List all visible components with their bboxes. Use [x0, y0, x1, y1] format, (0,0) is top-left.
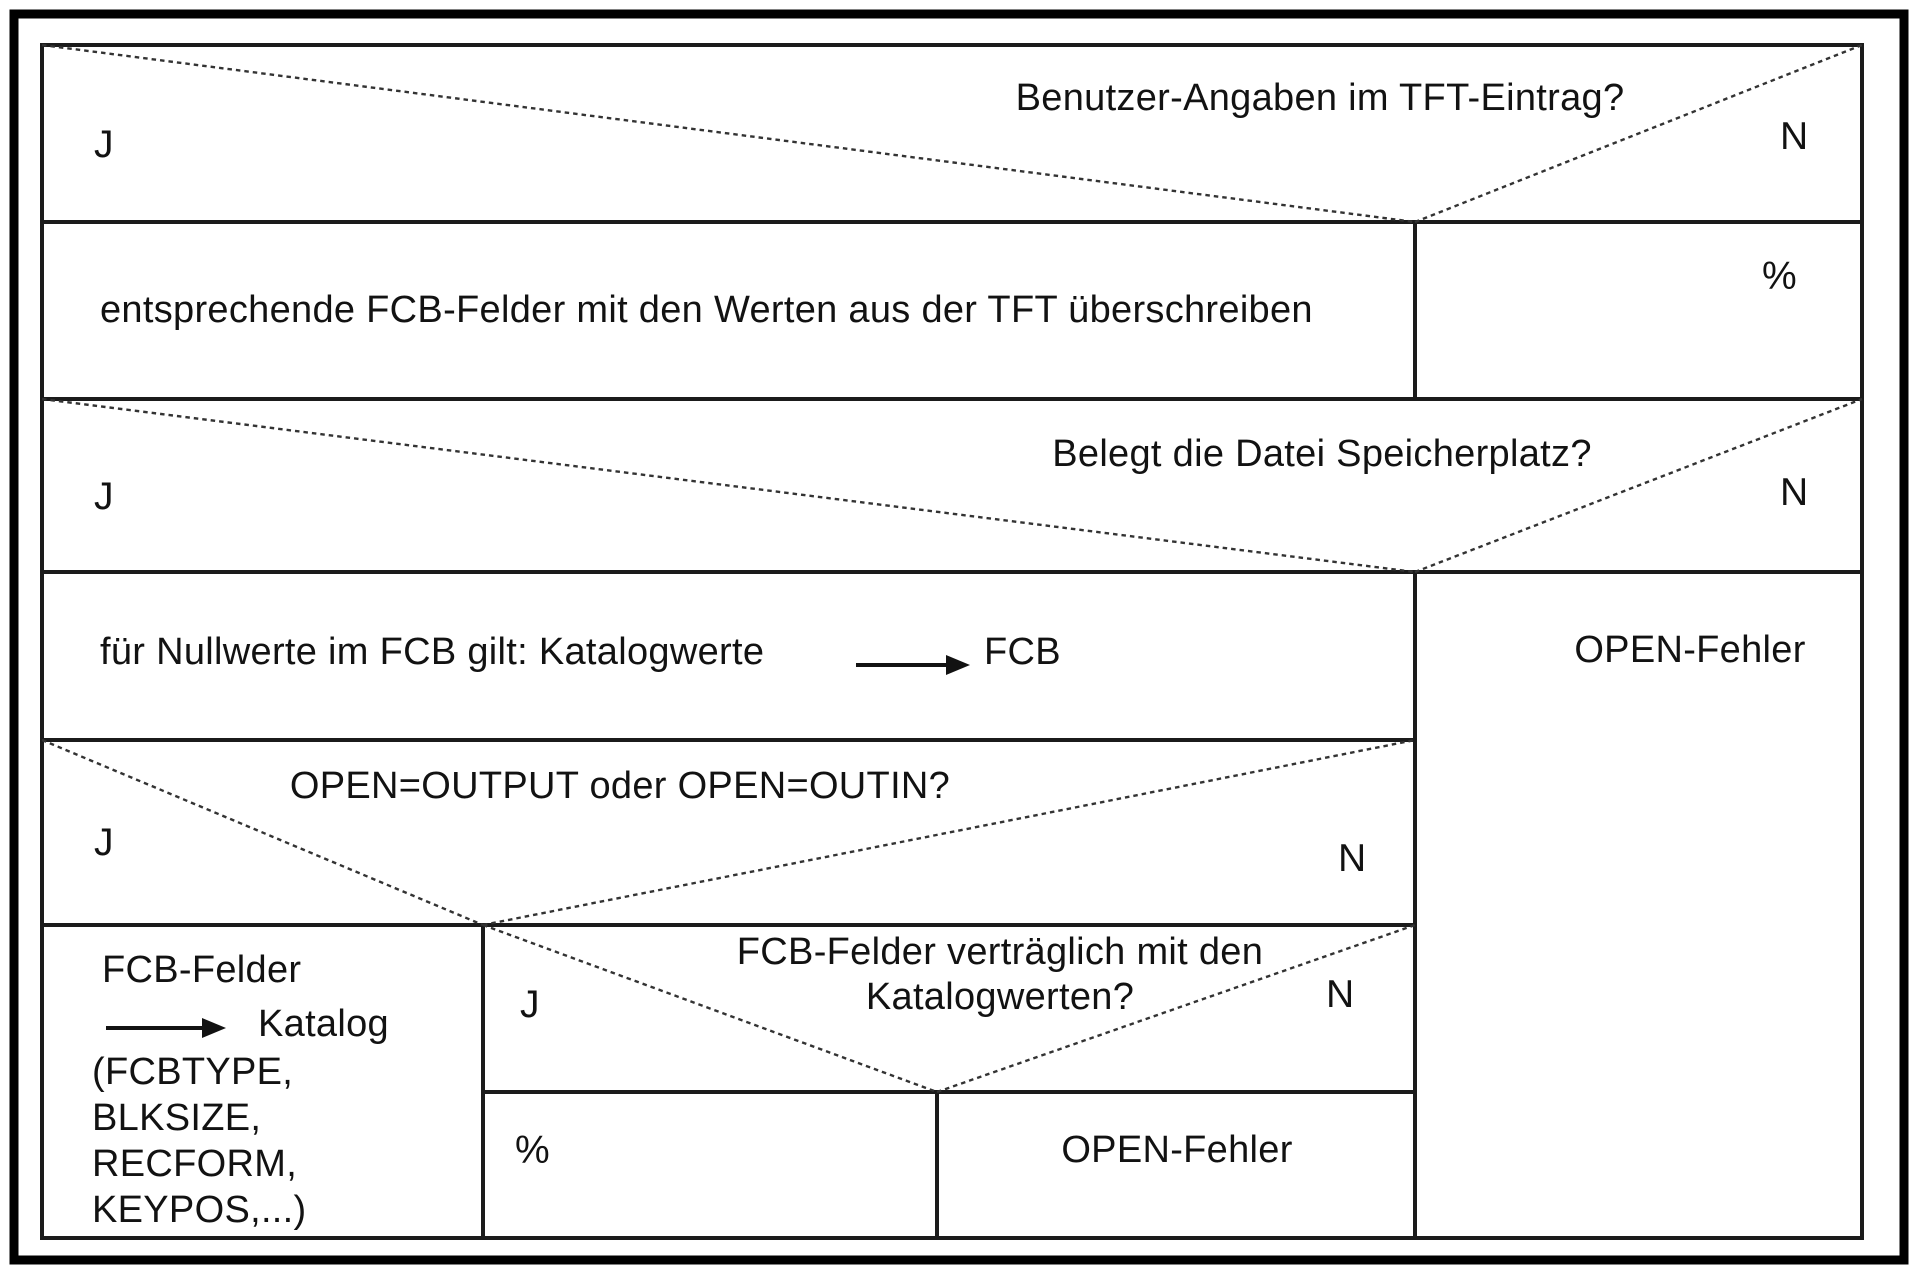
page-border	[9, 9, 1909, 1265]
decision-openmode-yes-label: J	[94, 821, 114, 864]
action-overwrite-text: entsprechende FCB-Felder mit den Werten …	[100, 289, 1313, 331]
fcb-to-catalog-target: Katalog	[258, 1003, 389, 1045]
decision-space-question: Belegt die Datei Speicherplatz?	[1052, 433, 1592, 475]
decision-diagonals	[41, 43, 1863, 1094]
decision-compatible-question-line2: Katalogwerten?	[865, 975, 1135, 1018]
decision-space-no-label: N	[1780, 471, 1809, 514]
diagonal-line	[1414, 43, 1863, 224]
horizontal-grid-lines	[42, 220, 1862, 1094]
open-error-column-text: OPEN-Fehler	[1574, 629, 1806, 671]
diagonal-line	[1414, 397, 1863, 574]
diagonal-line	[482, 923, 938, 1094]
arrow-right-icon	[856, 655, 970, 675]
noop-compatible-percent: %	[515, 1129, 550, 1172]
fcb-field-item: KEYPOS,...)	[92, 1189, 307, 1231]
vertical-grid-lines	[481, 222, 1417, 1238]
diagonal-line	[41, 43, 1416, 224]
decision-tft-no-label: N	[1780, 115, 1809, 158]
fcb-field-item: (FCBTYPE,	[92, 1051, 294, 1093]
fcb-to-catalog-line1: FCB-Felder	[102, 949, 302, 991]
decision-compatible-no-label: N	[1326, 973, 1355, 1016]
decision-tft-yes-label: J	[94, 123, 114, 166]
decision-tft-question: Benutzer-Angaben im TFT-Eintrag?	[1015, 77, 1625, 119]
decision-compatible-yes-label: J	[520, 983, 540, 1026]
structogram-frame	[40, 43, 1864, 1240]
decision-openmode-no-label: N	[1338, 837, 1367, 880]
diagonal-line	[41, 397, 1416, 574]
fcb-field-item: RECFORM,	[92, 1143, 298, 1185]
action-nullvalues-text: für Nullwerte im FCB gilt: Katalogwerte	[100, 631, 765, 673]
arrow-right-icon	[106, 1018, 226, 1038]
open-error-bottom-text: OPEN-Fehler	[1061, 1129, 1293, 1171]
decision-space-yes-label: J	[94, 475, 114, 518]
action-nullvalues-target: FCB	[984, 631, 1061, 673]
diagonal-line	[482, 738, 1416, 927]
fcb-field-item: BLKSIZE,	[92, 1097, 262, 1139]
noop-tft-percent: %	[1762, 255, 1797, 298]
decision-compatible-question-line1: FCB-Felder verträglich mit den	[736, 931, 1264, 973]
decision-openmode-question: OPEN=OUTPUT oder OPEN=OUTIN?	[289, 765, 951, 807]
diagonal-line	[41, 738, 484, 927]
